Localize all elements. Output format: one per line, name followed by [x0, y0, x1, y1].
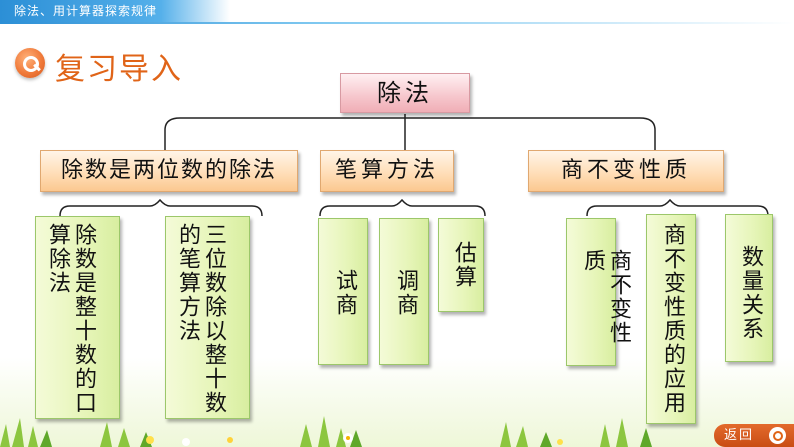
leaf-label: 三位数除以整十数的笔算方法	[175, 223, 226, 415]
leaf-oral-division: 除数是整十数的口算除法	[35, 216, 120, 419]
branch-node-quotient-invariance: 商不变性质	[528, 150, 724, 192]
leaf-label: 试商	[332, 269, 357, 317]
leaf-label: 估算	[451, 241, 476, 289]
leaf-quotient-property-application: 商不变性质的应用	[646, 214, 696, 424]
leaf-quotient-property: 商不变性质	[566, 218, 631, 366]
leaf-quantity-relation: 数量关系	[725, 214, 773, 362]
back-button[interactable]: 返回	[714, 424, 794, 447]
magnifier-icon	[15, 48, 45, 78]
leaf-written-division: 三位数除以整十数的笔算方法	[165, 216, 250, 419]
page-title: 复习导入	[55, 52, 183, 87]
back-label: 返回	[724, 428, 755, 443]
branch-node-written-method: 笔算方法	[320, 150, 454, 192]
root-node: 除法	[340, 73, 470, 113]
leaf-label: 除数是整十数的口算除法	[45, 223, 96, 415]
grass-decoration	[0, 416, 652, 447]
leaf-label: 调商	[393, 269, 418, 317]
leaf-label: 商不变性质的应用	[660, 223, 685, 415]
magnifier-icon	[769, 427, 786, 444]
leaf-label: 数量关系	[738, 245, 763, 341]
leaf-label: 商不变性质	[580, 249, 631, 345]
leaf-adjust-quotient: 调商	[379, 218, 429, 365]
leaf-estimate: 估算	[438, 218, 484, 312]
leaf-trial-quotient: 试商	[318, 218, 368, 365]
header-rule	[0, 22, 794, 24]
breadcrumb: 除法、用计算器探索规律	[0, 0, 230, 22]
branch-node-divisor-two-digit: 除数是两位数的除法	[40, 150, 298, 192]
